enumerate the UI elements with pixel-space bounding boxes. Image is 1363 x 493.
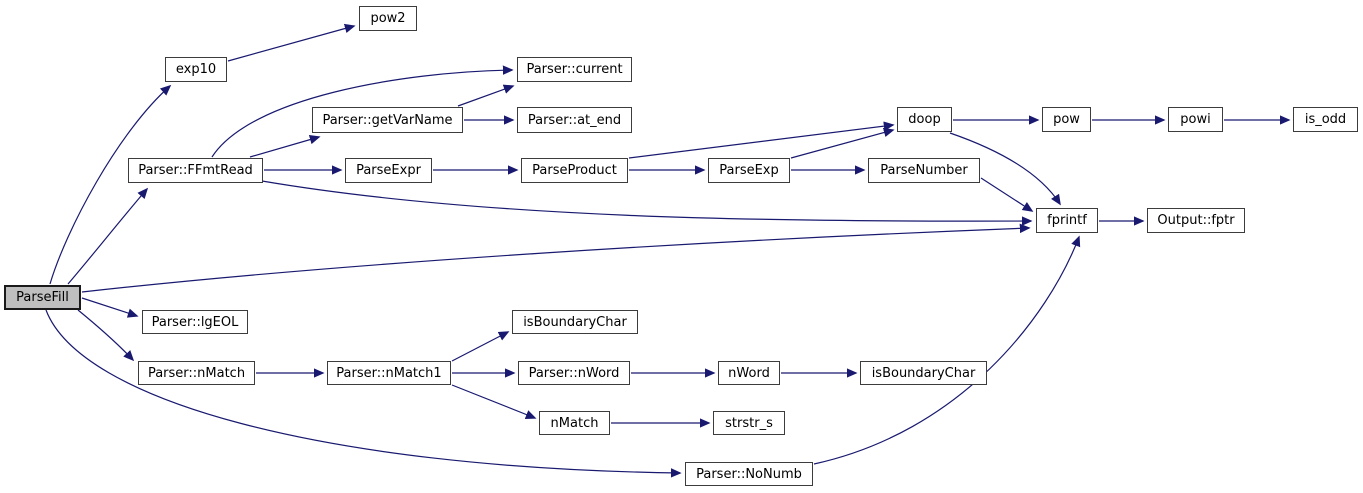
node-exp10[interactable]: exp10 bbox=[165, 57, 227, 82]
node-parsefill: ParseFill bbox=[4, 285, 81, 310]
edge-ffmtread-to-getvarname bbox=[249, 134, 321, 158]
node-nword_f[interactable]: nWord bbox=[718, 361, 780, 385]
node-parseexp[interactable]: ParseExp bbox=[708, 158, 790, 183]
node-nmatch1[interactable]: Parser::nMatch1 bbox=[327, 361, 451, 385]
node-lgeol[interactable]: Parser::lgEOL bbox=[142, 310, 248, 334]
node-parseexpr[interactable]: ParseExpr bbox=[345, 158, 432, 183]
edge-parsefill-to-fprintf bbox=[81, 223, 1031, 293]
edge-ffmtread-to-fprintf bbox=[261, 180, 1033, 226]
edge-nmatch1-to-isboundary1 bbox=[451, 331, 510, 362]
edge-parsenumber-to-fprintf bbox=[980, 177, 1034, 212]
node-isboundary1[interactable]: isBoundaryChar bbox=[512, 310, 638, 334]
node-pow2[interactable]: pow2 bbox=[359, 6, 417, 31]
node-fprintf[interactable]: fprintf bbox=[1036, 208, 1098, 233]
node-parsenumber[interactable]: ParseNumber bbox=[868, 158, 980, 183]
edge-getvarname-to-current bbox=[457, 84, 515, 107]
node-doop[interactable]: doop bbox=[897, 107, 952, 132]
edge-nonumb-to-fprintf bbox=[813, 235, 1081, 465]
edge-ffmtread-to-current bbox=[211, 65, 514, 158]
edge-parsefill-to-nonumb bbox=[45, 309, 682, 478]
node-nword_m[interactable]: Parser::nWord bbox=[518, 361, 630, 385]
node-is_odd[interactable]: is_odd bbox=[1293, 107, 1358, 132]
node-getvarname[interactable]: Parser::getVarName bbox=[312, 107, 463, 133]
node-nmatch_f[interactable]: nMatch bbox=[539, 411, 610, 435]
edge-parseproduct-to-doop bbox=[628, 121, 895, 159]
node-pow[interactable]: pow bbox=[1042, 107, 1091, 132]
node-nmatch_m[interactable]: Parser::nMatch bbox=[138, 361, 255, 385]
edge-parsefill-to-exp10 bbox=[49, 84, 172, 285]
node-powi[interactable]: powi bbox=[1168, 107, 1223, 132]
edge-parsefill-to-nmatch_m bbox=[77, 309, 135, 362]
edge-doop-to-fprintf bbox=[949, 132, 1061, 206]
edge-nmatch1-to-nmatch_f bbox=[451, 384, 537, 420]
edge-parseexp-to-doop bbox=[790, 127, 895, 159]
node-parseproduct[interactable]: ParseProduct bbox=[521, 158, 628, 183]
node-current[interactable]: Parser::current bbox=[517, 57, 632, 82]
node-isboundary2[interactable]: isBoundaryChar bbox=[860, 361, 987, 385]
node-ffmtread[interactable]: Parser::FFmtRead bbox=[128, 158, 263, 183]
node-output_fptr[interactable]: Output::fptr bbox=[1147, 208, 1245, 233]
edge-exp10-to-pow2 bbox=[227, 23, 356, 62]
node-nonumb[interactable]: Parser::NoNumb bbox=[685, 462, 813, 486]
node-strstr_s[interactable]: strstr_s bbox=[713, 411, 785, 435]
edge-parsefill-to-ffmtread bbox=[67, 187, 149, 285]
node-at_end[interactable]: Parser::at_end bbox=[517, 107, 632, 133]
edge-parsefill-to-lgeol bbox=[81, 297, 139, 318]
